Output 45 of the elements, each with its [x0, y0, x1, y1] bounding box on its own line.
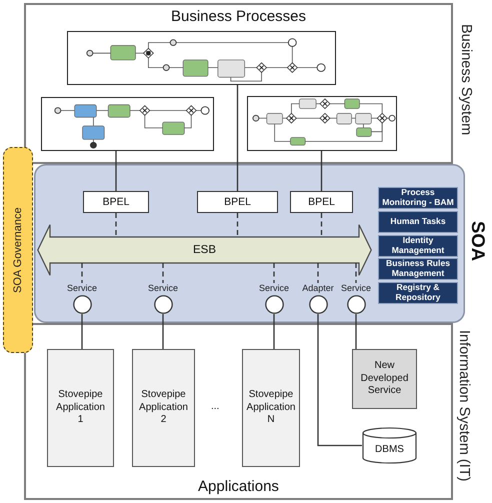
capability-box: Registry & Repository [378, 282, 458, 304]
connector-line [317, 263, 319, 283]
band-title: SOA [467, 221, 489, 262]
connector-line [236, 213, 238, 237]
connector-line [273, 263, 275, 283]
application-box: Stovepipe Application N [242, 349, 300, 467]
layer-title: Business Processes [170, 8, 306, 25]
layer-title: Applications [198, 478, 279, 495]
bpel-box: BPEL [290, 191, 353, 213]
application-box: Stovepipe Application 1 [47, 349, 114, 467]
bpel-box: BPEL [83, 191, 149, 213]
capability-box: Business Rules Management [378, 258, 458, 280]
process-diagram-thumbnail [41, 97, 214, 151]
process-diagram-thumbnail [67, 31, 336, 85]
application-box: Stovepipe Application 2 [132, 349, 195, 467]
port-label: Adapter [301, 283, 335, 293]
service-bus: ESB [37, 224, 372, 276]
capability-box: Human Tasks [378, 211, 458, 233]
port-label: Service [146, 283, 179, 293]
connector-line [236, 85, 238, 191]
ellipsis-text: ... [211, 401, 220, 412]
connector-line [81, 263, 83, 283]
service-box: New Developed Service [352, 349, 417, 409]
connector-line [115, 213, 117, 237]
side-label: Business System [458, 24, 474, 136]
connector-line [320, 213, 322, 237]
connector-line [273, 314, 275, 349]
capability-box: Identity Management [378, 235, 458, 257]
connector-line [320, 151, 322, 191]
port-label: Service [340, 283, 372, 293]
bpel-box: BPEL [197, 191, 278, 213]
connector-line [355, 314, 357, 349]
port-label: Service [66, 283, 98, 293]
process-diagram-thumbnail [247, 96, 397, 151]
connector-line [115, 151, 117, 191]
connector-line [162, 263, 164, 283]
governance-bar: SOA Governance [3, 147, 33, 353]
port-label: Service [258, 283, 290, 293]
side-label: Information System (IT) [456, 330, 472, 482]
connector-line [162, 314, 164, 349]
connector-line [81, 314, 83, 349]
connector-line [317, 314, 362, 446]
capability-box: Process Monitoring - BAM [378, 187, 458, 209]
connector-line [355, 263, 357, 283]
database-cylinder: DBMS [362, 427, 417, 464]
